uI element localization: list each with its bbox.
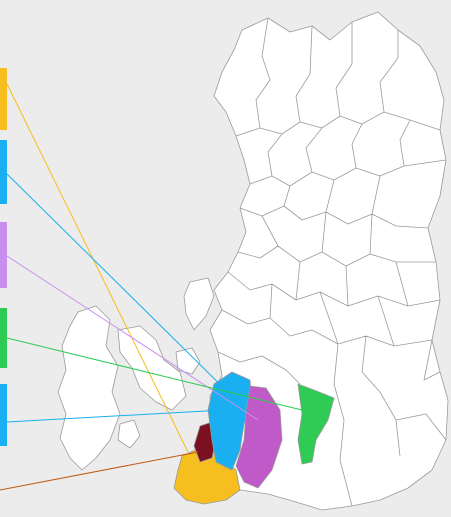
island-medium <box>117 325 187 411</box>
region-cyan <box>207 371 253 471</box>
leader-line-cyan <box>6 173 249 413</box>
leader-line-brown <box>0 451 199 491</box>
leader-line-green <box>6 337 311 413</box>
island-small-3 <box>117 419 141 449</box>
leader-line-cyan-2 <box>6 409 225 423</box>
border-lines-north <box>217 17 447 507</box>
mainland-outline <box>199 11 449 511</box>
green-tab <box>0 308 7 368</box>
leader-line-violet <box>6 255 259 421</box>
cyan-tab-2 <box>0 384 7 446</box>
yellow-tab <box>0 68 7 130</box>
leader-lines <box>0 83 311 491</box>
island-large <box>57 305 121 471</box>
violet-tab <box>0 222 7 288</box>
region-green <box>297 383 335 465</box>
cyan-tab <box>0 140 7 204</box>
island-small-1 <box>183 277 215 331</box>
leader-line-yellow <box>6 83 189 453</box>
